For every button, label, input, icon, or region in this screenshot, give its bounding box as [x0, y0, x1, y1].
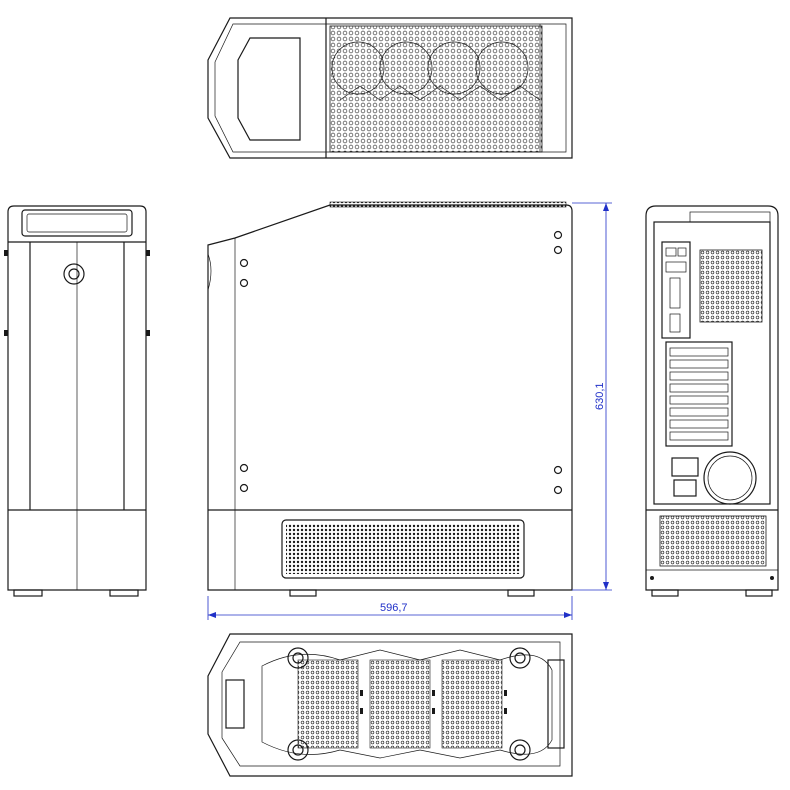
height-dimension-label: 630,1 — [594, 382, 606, 410]
top-view — [207, 17, 573, 159]
dimension-lines — [207, 202, 612, 620]
side-view — [207, 201, 573, 597]
width-dimension-label: 596,7 — [380, 602, 408, 614]
rear-view — [645, 205, 779, 597]
bottom-view — [207, 633, 573, 777]
front-view — [4, 205, 150, 597]
